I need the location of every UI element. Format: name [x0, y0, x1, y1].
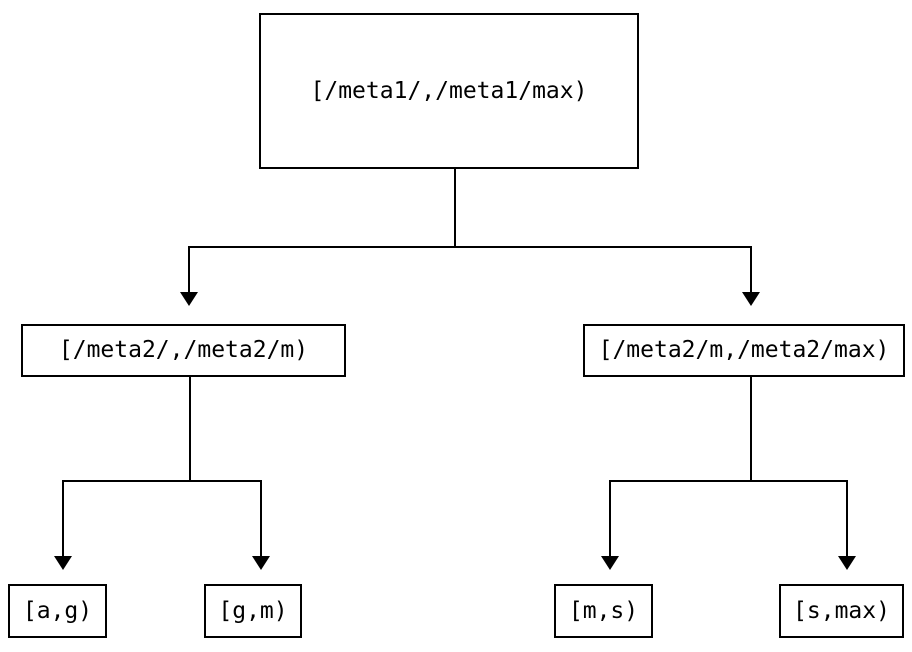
arrowhead-leaf-smax	[838, 556, 856, 570]
tree-node-meta2-high-range: [/meta2/m,/meta2/max)	[583, 324, 905, 377]
arrowhead-leaf-gm	[252, 556, 270, 570]
tree-node-label: [s,max)	[793, 597, 890, 624]
tree-node-leaf-ms: [m,s)	[554, 584, 653, 638]
tree-node-label: [/meta2/m,/meta2/max)	[598, 337, 890, 363]
tree-node-label: [m,s)	[568, 597, 639, 624]
arrowhead-leaf-ms	[601, 556, 619, 570]
tree-node-label: [g,m)	[218, 597, 288, 624]
tree-node-meta1-range: [/meta1/,/meta1/max)	[259, 13, 639, 169]
tree-node-label: [/meta1/,/meta1/max)	[310, 77, 588, 104]
tree-node-label: [/meta2/,/meta2/m)	[58, 337, 309, 363]
tree-node-meta2-low-range: [/meta2/,/meta2/m)	[21, 324, 346, 377]
tree-node-leaf-smax: [s,max)	[779, 584, 904, 638]
tree-node-leaf-gm: [g,m)	[204, 584, 302, 638]
arrowhead-meta2-high	[742, 292, 760, 306]
arrowhead-leaf-ag	[54, 556, 72, 570]
tree-node-leaf-ag: [a,g)	[8, 584, 107, 638]
tree-node-label: [a,g)	[22, 597, 93, 624]
arrowhead-meta2-low	[180, 292, 198, 306]
